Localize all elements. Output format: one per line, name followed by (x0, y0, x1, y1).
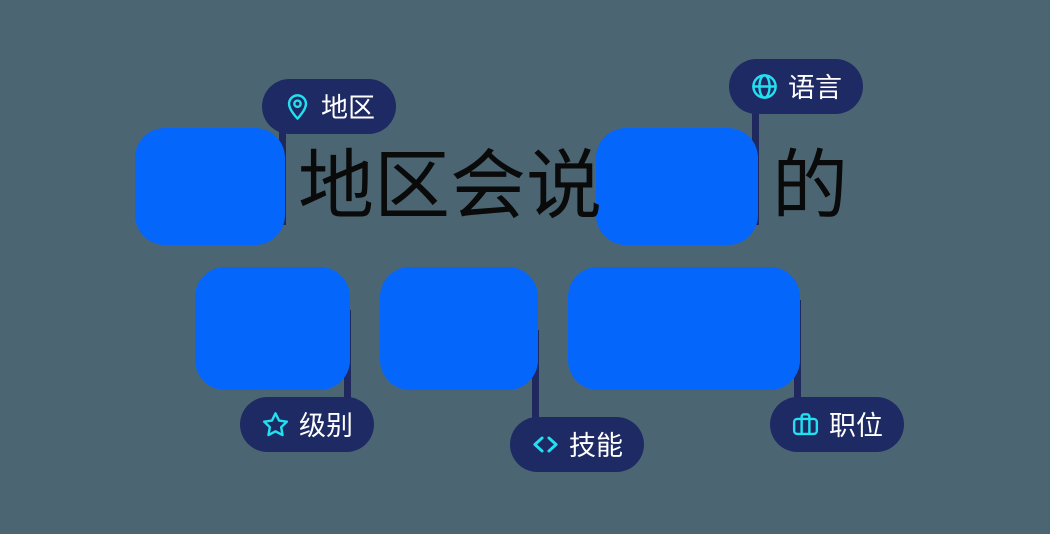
tag-label-position: 职位 (829, 411, 883, 442)
map-pin-icon (283, 92, 312, 121)
tag-pill-language[interactable]: 语言 (729, 59, 863, 114)
tag-label-language: 语言 (788, 73, 842, 104)
tag-label-skill: 技能 (569, 431, 623, 462)
tag-pill-skill[interactable]: 技能 (510, 417, 644, 472)
tag-pill-position[interactable]: 职位 (770, 397, 904, 452)
tag-label-level: 级别 (299, 411, 353, 442)
code-brackets-icon (531, 430, 560, 459)
redaction-block-skill (380, 267, 538, 390)
tag-label-region: 地区 (321, 93, 375, 124)
briefcase-icon (791, 410, 820, 439)
tag-pill-level[interactable]: 级别 (240, 397, 374, 452)
connector-skill (532, 330, 539, 440)
tag-pill-region[interactable]: 地区 (262, 79, 396, 134)
sentence-segment-two: 的 (772, 141, 848, 230)
globe-icon (750, 72, 779, 101)
redaction-block-level (195, 267, 350, 390)
sentence-segment-one: 地区会说 (298, 141, 602, 230)
redaction-block-region (135, 128, 285, 245)
redaction-block-position (568, 267, 800, 390)
star-icon (261, 410, 290, 439)
redaction-block-language (596, 128, 758, 245)
